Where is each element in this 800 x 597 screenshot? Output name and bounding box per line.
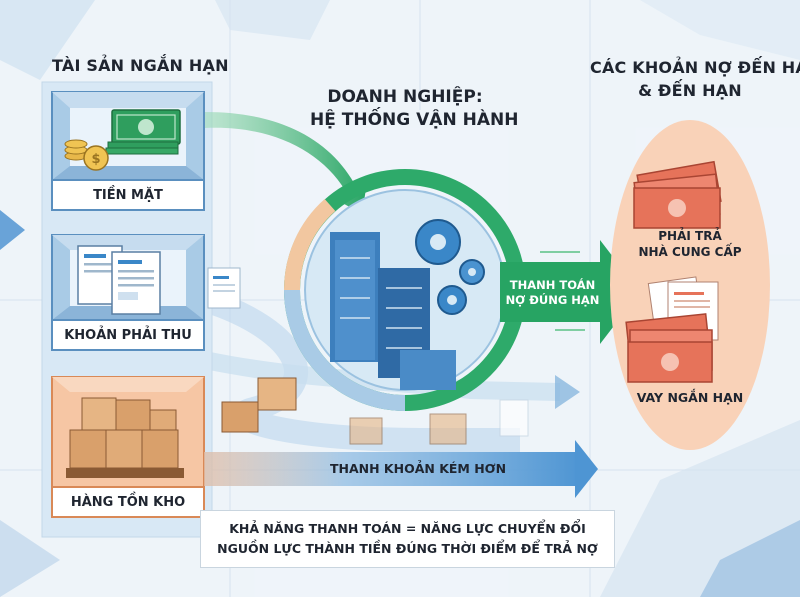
speed-lines xyxy=(540,251,585,331)
receivables-label: KHOẢN PHẢI THU xyxy=(64,328,192,343)
cardboard-boxes-icon xyxy=(66,397,184,478)
liquidity-definition-note: KHẢ NĂNG THANH TOÁN = NĂNG LỰC CHUYỂN ĐỔ… xyxy=(200,510,615,568)
pay-on-time-label: THANH TOÁN NỢ ĐÚNG HẠN xyxy=(505,278,600,308)
cash-label: TIỀN MẶT xyxy=(93,188,163,203)
invoice-documents-icon xyxy=(77,245,161,315)
pay-on-time-label-line2: NỢ ĐÚNG HẠN xyxy=(505,293,600,307)
inventory-label: HÀNG TỒN KHO xyxy=(70,495,186,510)
operations-title-line1: DOANH NGHIỆP: xyxy=(327,87,483,107)
cash-icon xyxy=(64,109,181,171)
green-flow-arrow-cash xyxy=(205,112,368,214)
flow-arrowhead-secondary xyxy=(555,375,580,409)
dollar-sign-icon: $ xyxy=(91,152,100,167)
liquidity-arrowhead xyxy=(575,440,598,498)
liquidity-arrow-fade xyxy=(204,452,344,486)
pay-on-time-label-line1: THANH TOÁN xyxy=(509,278,596,292)
floating-box-icon xyxy=(221,377,529,445)
buildings-icon xyxy=(330,232,456,390)
short-loan-label: VAY NGẮN HẠN xyxy=(636,390,744,405)
bills-stack-icon xyxy=(633,160,722,229)
liabilities-header: CÁC KHOẢN NỢ ĐẾN HẠN & ĐẾN HẠN xyxy=(590,56,800,102)
pay-on-time-arrow xyxy=(500,240,640,344)
liquidity-label: THANH KHOẢN KÉM HƠN xyxy=(330,461,507,476)
cash-box xyxy=(51,91,205,211)
payables-label: PHẢI TRẢ NHÀ CUNG CẤP xyxy=(620,228,760,260)
gear-icon xyxy=(415,219,485,315)
assets-header: TÀI SẢN NGẮN HẠN xyxy=(52,56,229,75)
operations-title-line2: HỆ THỐNG VẬN HÀNH xyxy=(310,110,519,130)
loan-bills-icon xyxy=(625,313,713,383)
note-line1: KHẢ NĂNG THANH TOÁN = NĂNG LỰC CHUYỂN ĐỔ… xyxy=(229,521,586,536)
floating-invoice-icon xyxy=(207,267,241,309)
payables-label-line1: PHẢI TRẢ xyxy=(658,229,722,243)
operations-title: DOANH NGHIỆP: HỆ THỐNG VẬN HÀNH xyxy=(310,86,519,132)
note-line2: NGUỒN LỰC THÀNH TIỀN ĐÚNG THỜI ĐIỂM ĐỂ T… xyxy=(217,541,598,556)
liabilities-header-line2: & ĐẾN HẠN xyxy=(638,81,742,100)
payables-label-line2: NHÀ CUNG CẤP xyxy=(638,245,742,259)
liabilities-header-line1: CÁC KHOẢN NỢ ĐẾN HẠN xyxy=(590,58,800,77)
